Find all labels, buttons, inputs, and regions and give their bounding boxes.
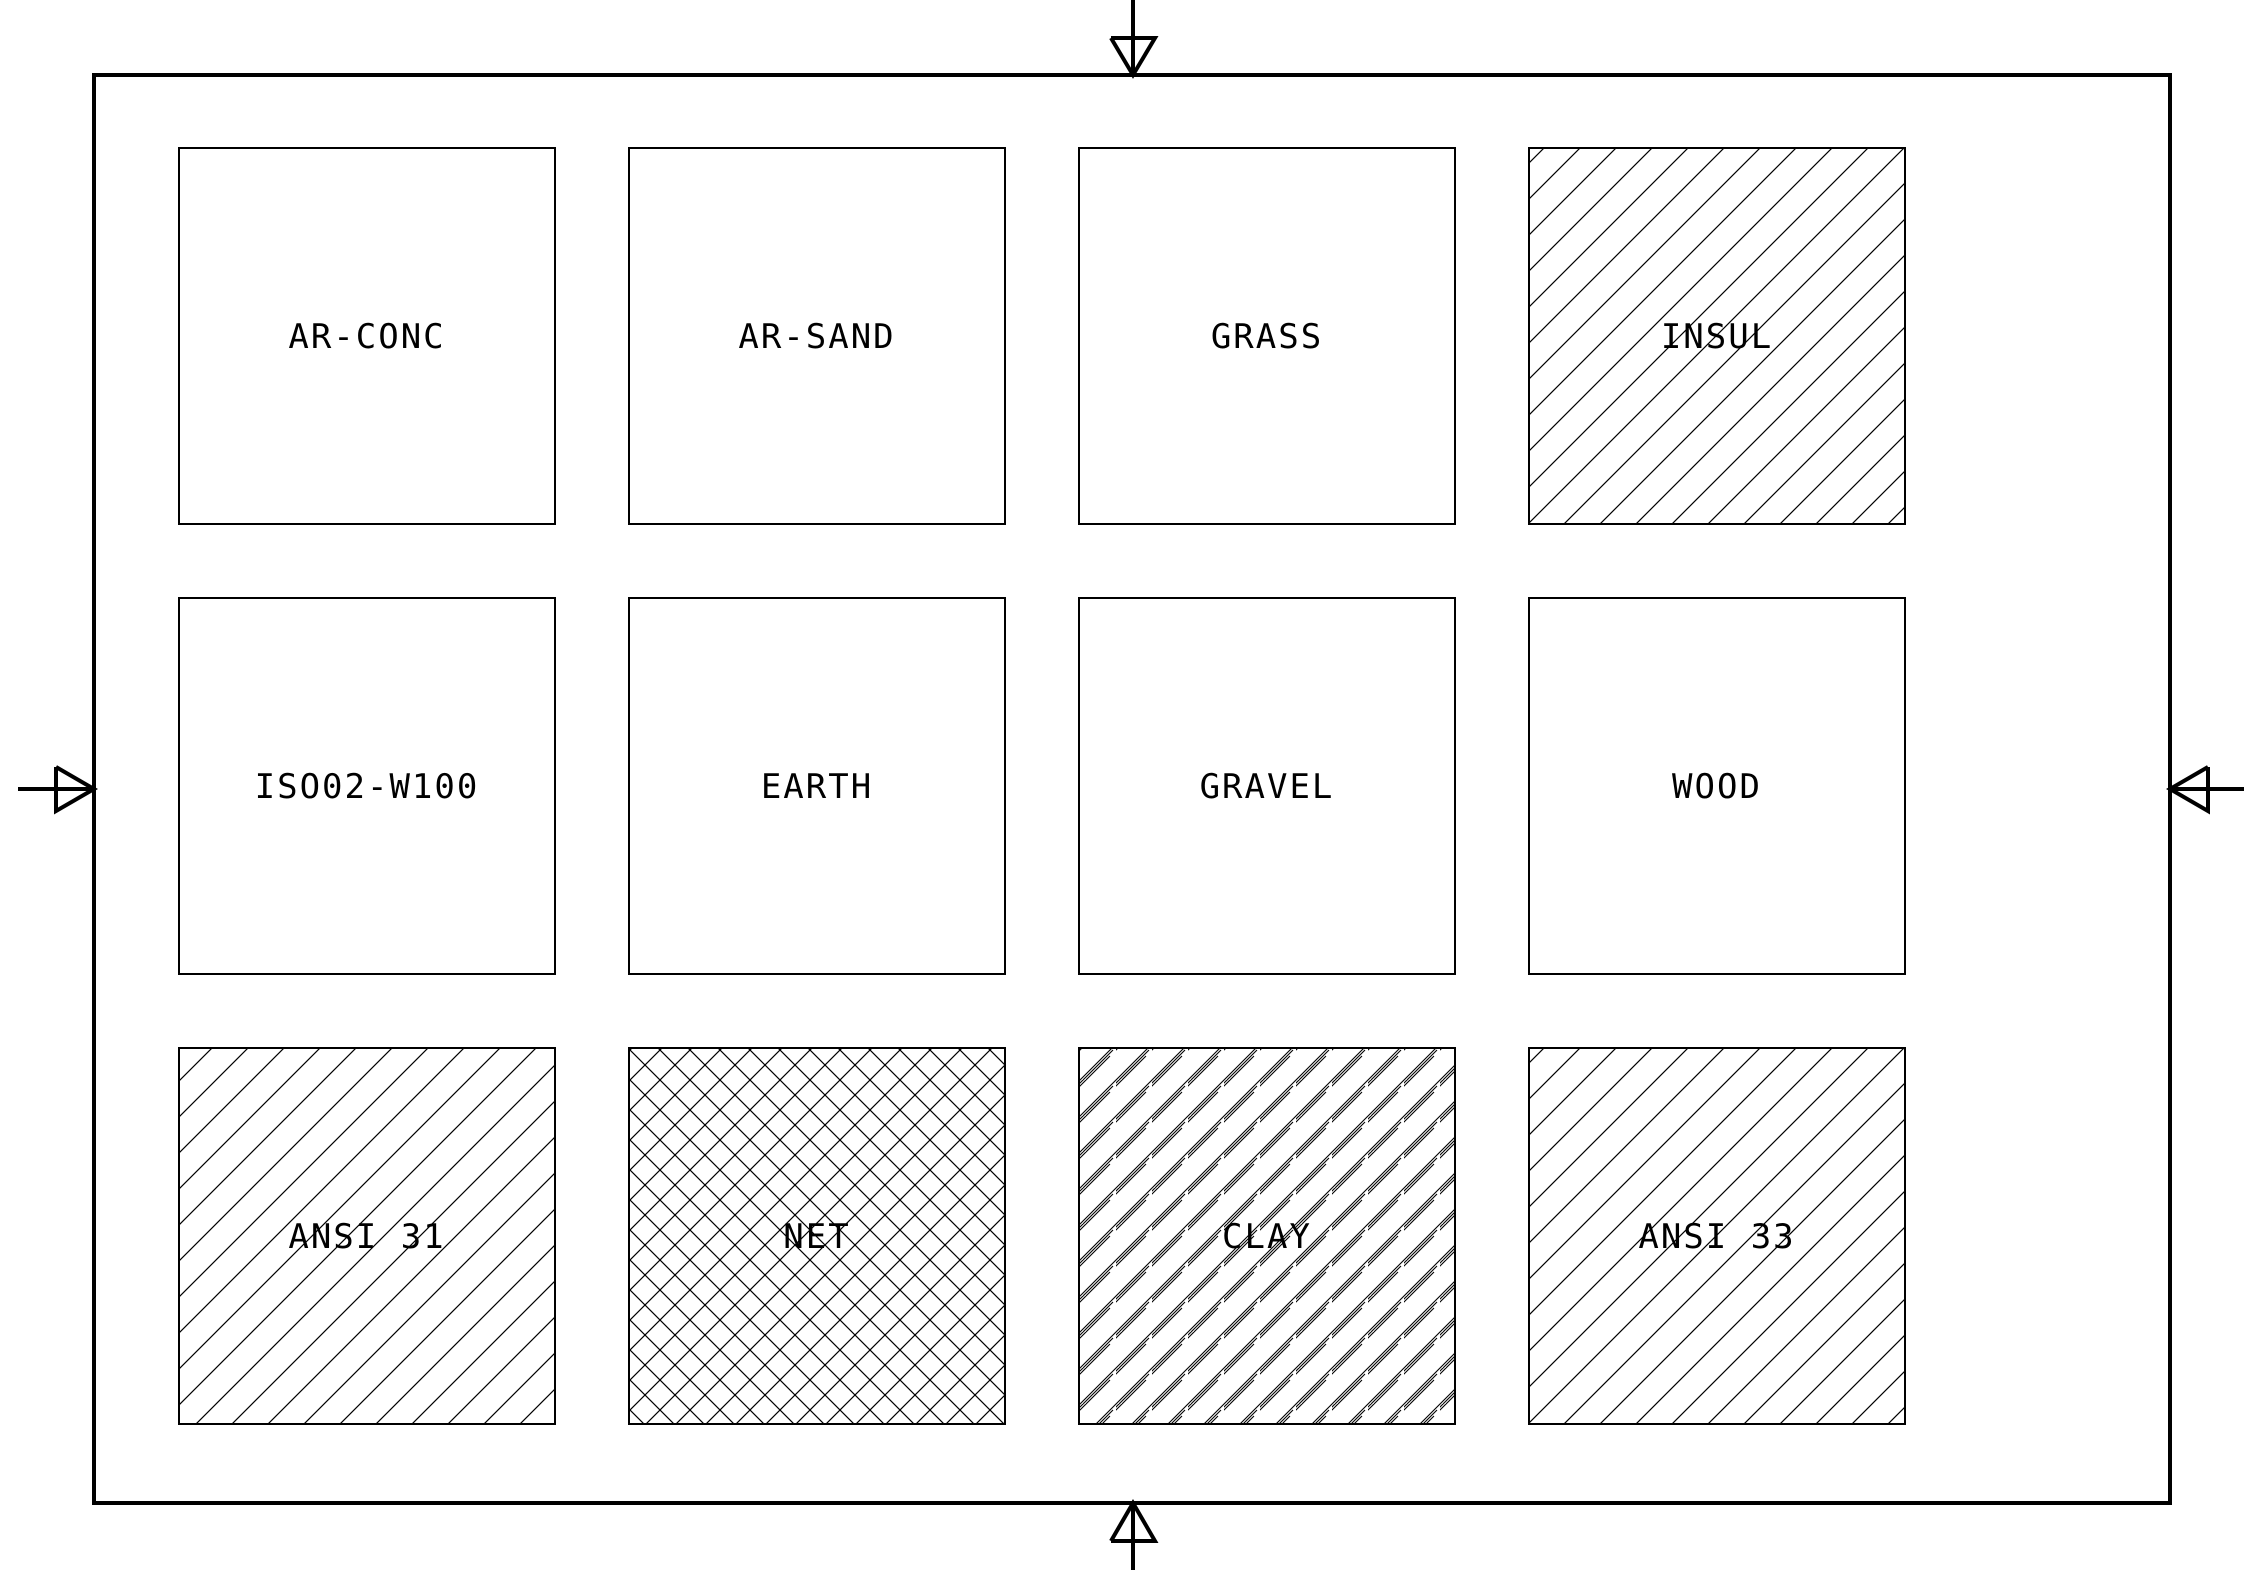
hatch-swatch <box>178 597 556 975</box>
hatch-swatch <box>178 1047 556 1425</box>
hatch-tile-iso02-w100: ISO02-W100 <box>178 597 556 975</box>
hatch-tile-label: EARTH <box>761 767 873 807</box>
left-arrow-marker <box>18 765 98 815</box>
hatch-swatch <box>1078 147 1456 525</box>
hatch-swatch <box>1528 147 1906 525</box>
hatch-swatch <box>1078 597 1456 975</box>
hatch-tile-ansi-33: ANSI 33 <box>1528 1047 1906 1425</box>
hatch-tile-ar-conc: AR-CONC <box>178 147 556 525</box>
hatch-tile-label: NET <box>783 1217 850 1257</box>
hatch-tile-gravel: GRAVEL <box>1078 597 1456 975</box>
hatch-tile-label: ISO02-W100 <box>255 767 480 807</box>
hatch-tile-ansi-31: ANSI 31 <box>178 1047 556 1425</box>
hatch-tile-grass: GRASS <box>1078 147 1456 525</box>
hatch-tile-label: AR-SAND <box>738 317 895 357</box>
hatch-swatch <box>628 1047 1006 1425</box>
hatch-tile-label: WOOD <box>1672 767 1762 807</box>
hatch-swatch <box>1528 1047 1906 1425</box>
hatch-tile-ar-sand: AR-SAND <box>628 147 1006 525</box>
hatch-tile-earth: EARTH <box>628 597 1006 975</box>
hatch-tile-label: GRAVEL <box>1200 767 1335 807</box>
hatch-swatch <box>628 597 1006 975</box>
hatch-swatch <box>178 147 556 525</box>
hatch-tile-label: CLAY <box>1222 1217 1312 1257</box>
bottom-arrow-marker <box>1109 1499 1159 1570</box>
hatch-swatch <box>1078 1047 1456 1425</box>
hatch-tile-wood: WOOD <box>1528 597 1906 975</box>
hatch-swatch <box>1528 597 1906 975</box>
hatch-tile-net: NET <box>628 1047 1006 1425</box>
hatch-tile-label: GRASS <box>1211 317 1323 357</box>
hatch-tiles-grid: AR-CONC AR-SAND GRASS INSUL ISO02-W100 EARTH G… <box>178 147 1906 1425</box>
hatch-tile-clay: CLAY <box>1078 1047 1456 1425</box>
hatch-tile-label: ANSI 33 <box>1638 1217 1795 1257</box>
hatch-tile-label: INSUL <box>1661 317 1773 357</box>
hatch-tile-insul: INSUL <box>1528 147 1906 525</box>
hatch-tile-label: ANSI 31 <box>288 1217 445 1257</box>
right-arrow-marker <box>2166 765 2244 815</box>
hatch-swatch <box>628 147 1006 525</box>
hatch-tile-label: AR-CONC <box>288 317 445 357</box>
top-arrow-marker <box>1109 0 1159 79</box>
